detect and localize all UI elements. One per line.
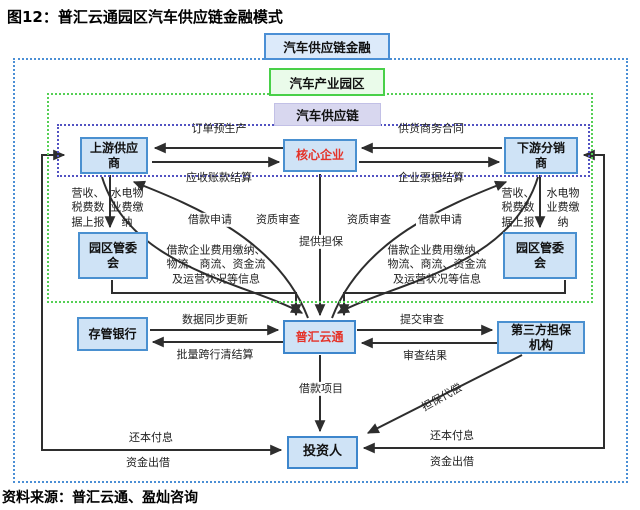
node-upstream-supplier: 上游供应 商 [80,137,148,174]
node-park-committee-left: 园区管委 会 [78,232,148,279]
node-third-party-guarantor: 第三方担保 机构 [497,321,585,354]
edge-label-revenue-report-right: 营收、 税费数 据上报 [501,186,535,229]
edge-label-utility-fee-right: 水电物 业费缴 纳 [546,186,580,229]
edge-label-qualification-right: 资质审查 [345,212,393,228]
node-investor: 投资人 [287,436,358,469]
node-custodian-bank: 存管银行 [77,317,148,351]
node-downstream-distributor: 下游分销 商 [504,137,578,174]
label-supply-chain: 汽车供应链 [274,103,381,126]
label-industrial-park: 汽车产业园区 [269,68,385,96]
edge-label-loan-project: 借款项目 [297,381,345,397]
edge-label-utility-fee-left: 水电物 业费缴 纳 [110,186,144,229]
edge-label-lend-left: 资金出借 [126,455,170,469]
node-puhui-yuntong: 普汇云通 [283,320,356,354]
edge-label-repay-left: 还本付息 [129,430,173,444]
label-supply-chain-finance: 汽车供应链金融 [264,33,390,60]
edge-label-supply-contract: 供货商务合同 [398,121,464,135]
node-core-enterprise: 核心企业 [283,139,357,172]
edge-label-provide-guarantee: 提供担保 [297,234,345,250]
figure-title: 图12：普汇云通园区汽车供应链金融模式 [7,8,283,26]
edge-label-bill-settlement: 企业票据结算 [398,170,464,184]
edge-label-info-right: 借款企业费用缴纳、 物流、商流、资金流 及运营状况等信息 [387,243,487,286]
edge-label-receivable-settlement: 应收账款结算 [186,170,252,184]
edge-label-revenue-report-left: 营收、 税费数 据上报 [71,186,105,229]
node-park-committee-right: 园区管委 会 [503,232,577,279]
edge-label-data-sync: 数据同步更新 [180,312,250,328]
edge-label-qualification-left: 资质审查 [254,212,302,228]
edge-label-lend-right: 资金出借 [430,454,474,468]
edge-label-loan-apply-left: 借款申请 [186,212,234,228]
edge-label-repay-right: 还本付息 [430,428,474,442]
edge-label-batch-clearing: 批量跨行清结算 [174,347,256,363]
edge-label-submit-review: 提交审查 [398,312,446,328]
edge-label-loan-apply-right: 借款申请 [416,212,464,228]
edge-label-info-left: 借款企业费用缴纳、 物流、商流、资金流 及运营状况等信息 [166,243,266,286]
edge-label-order-preproduction: 订单预生产 [191,121,247,135]
source-note: 资料来源：普汇云通、盈灿咨询 [2,490,198,506]
edge-label-review-result: 审查结果 [401,348,449,364]
